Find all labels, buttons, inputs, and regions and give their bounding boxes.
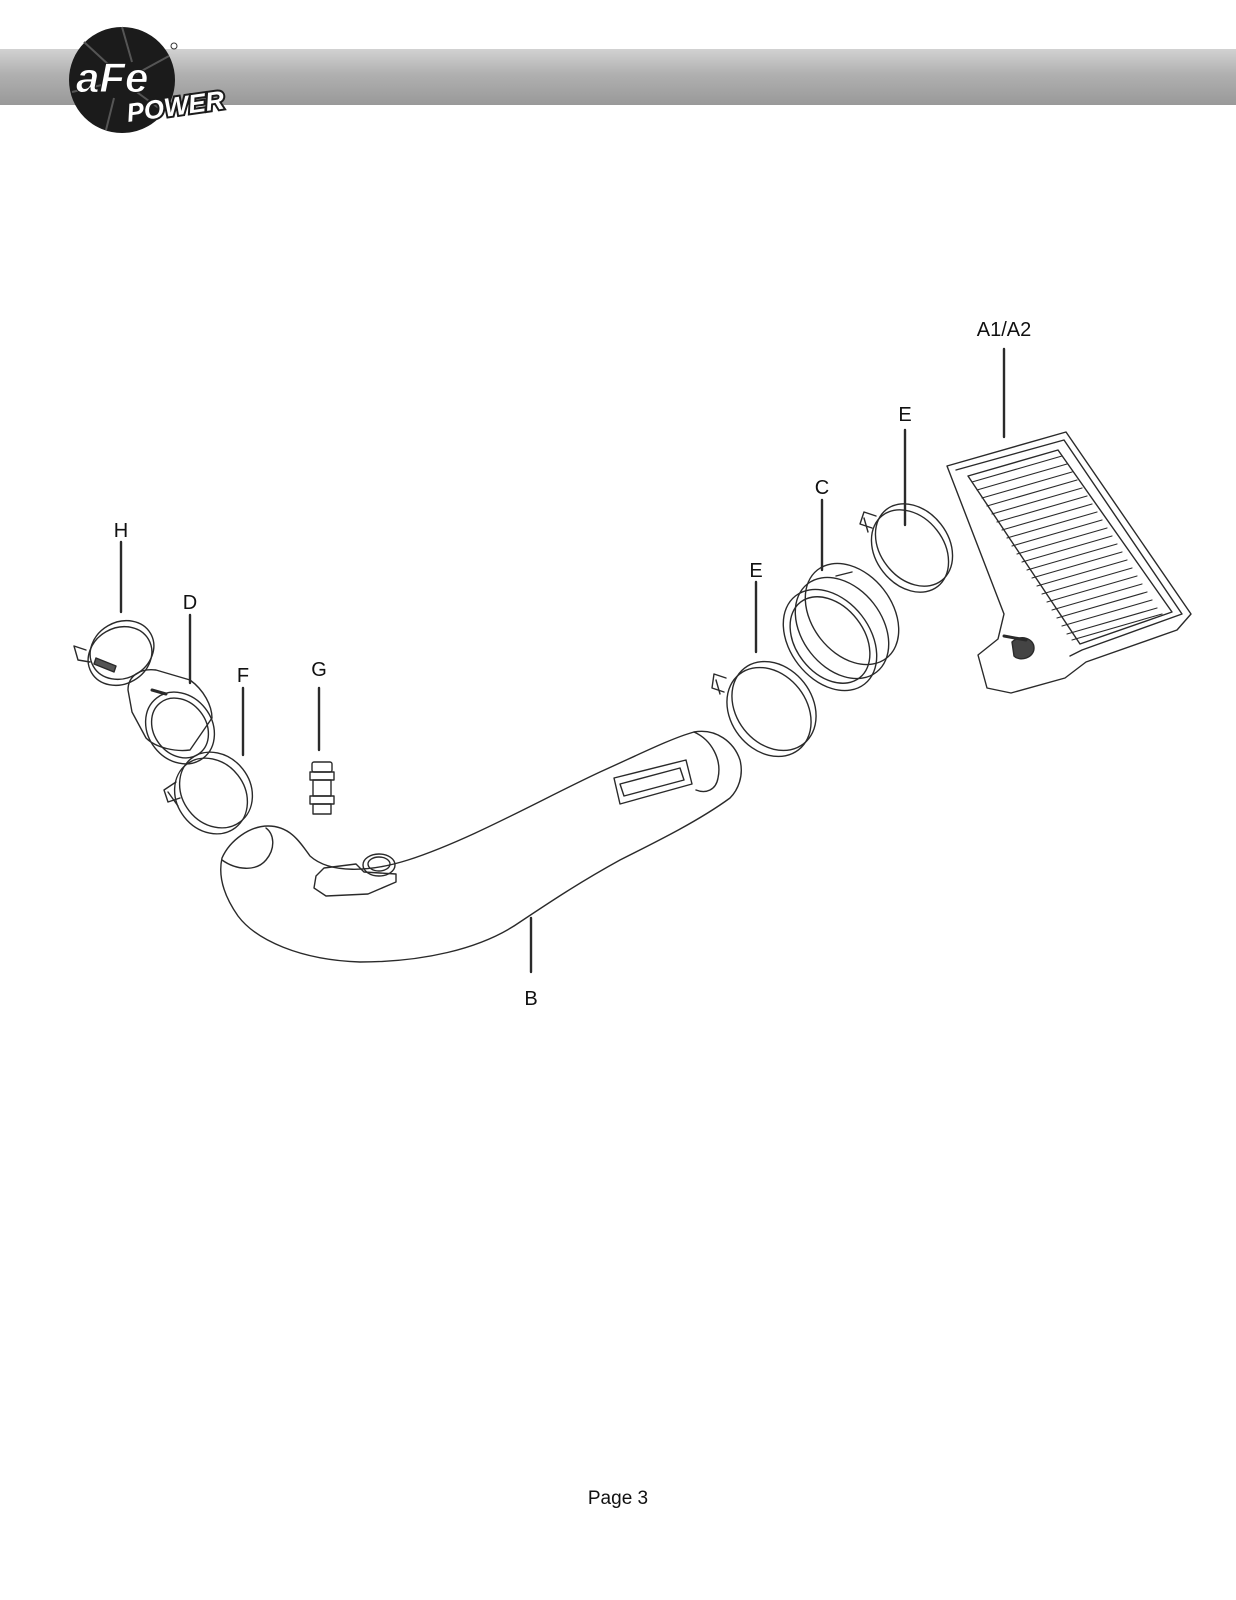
callout-c: C [814, 477, 830, 499]
coupler-d [127, 669, 216, 765]
callout-d: D [182, 592, 198, 614]
fitting-g [309, 761, 335, 815]
callout-e-upper: E [898, 404, 912, 426]
air-filter-panel [946, 431, 1192, 694]
callout-g: G [311, 659, 327, 681]
clamp-h [73, 619, 155, 687]
clamp-e-lower [711, 660, 817, 758]
coupler-c [782, 562, 900, 692]
clamp-f [163, 751, 254, 835]
header-bar [0, 49, 1236, 105]
clamp-e-upper [859, 503, 954, 593]
afe-power-logo: aFe POWER [69, 26, 228, 133]
callout-h: H [113, 520, 129, 542]
page-number: Page 3 [587, 1488, 649, 1509]
callout-f: F [236, 665, 250, 687]
callout-a1-a2: A1/A2 [976, 319, 1032, 341]
svg-text:aFe: aFe [76, 54, 148, 101]
callout-b: B [524, 988, 538, 1010]
callout-e-lower: E [749, 560, 763, 582]
intake-tube-b [220, 730, 742, 963]
